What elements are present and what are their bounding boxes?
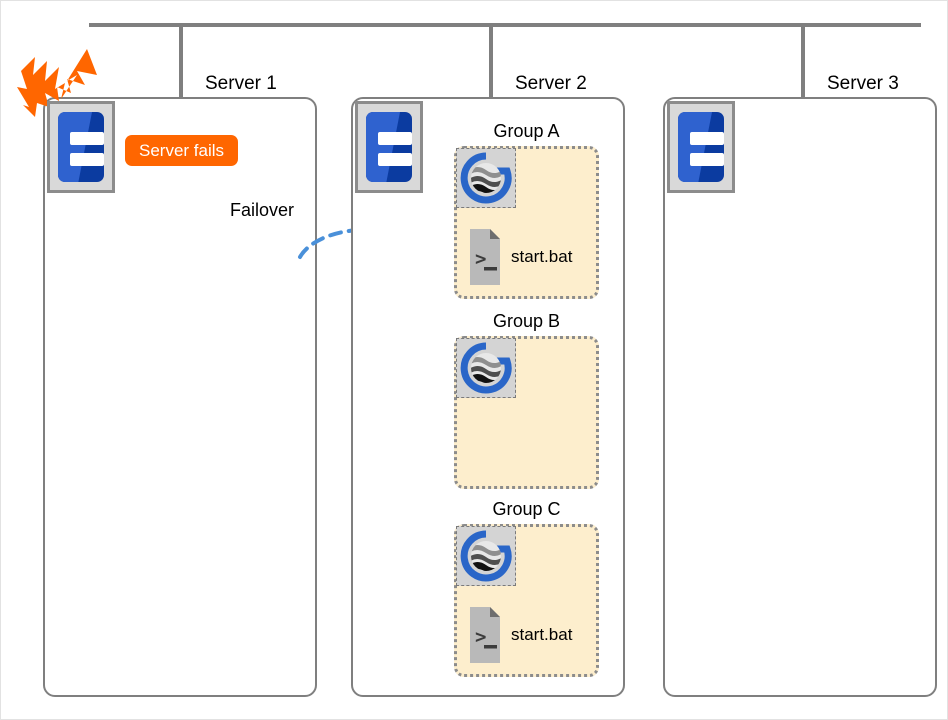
group-b-app-row bbox=[456, 338, 516, 398]
cluster-group-icon[interactable] bbox=[456, 338, 516, 398]
group-c-app-row bbox=[456, 526, 516, 586]
group-a-script-row: > start.bat bbox=[458, 229, 572, 285]
server-2-label: Server 2 bbox=[515, 73, 587, 94]
network-bus-line bbox=[89, 23, 921, 27]
server-panel-3[interactable] bbox=[663, 97, 937, 697]
group-a-label: Group A bbox=[493, 121, 560, 141]
cluster-group-icon[interactable] bbox=[456, 526, 516, 586]
failover-label: Failover bbox=[230, 200, 295, 220]
batch-file-icon[interactable]: > bbox=[458, 607, 502, 663]
cluster-group-icon[interactable] bbox=[456, 148, 516, 208]
group-a-app-row bbox=[456, 148, 516, 208]
server-3-label: Server 3 bbox=[827, 73, 899, 94]
group-a-script-name: start.bat bbox=[511, 247, 573, 266]
server-3-device-icon bbox=[667, 101, 735, 193]
server-1-label: Server 1 bbox=[205, 73, 277, 94]
group-c-script-name: start.bat bbox=[511, 625, 573, 644]
group-c-label: Group C bbox=[492, 499, 561, 519]
server-fails-badge[interactable]: Server fails bbox=[125, 135, 239, 166]
group-c-script-row: > start.bat bbox=[458, 607, 572, 663]
svg-text:>: > bbox=[475, 248, 486, 270]
batch-file-icon[interactable]: > bbox=[458, 229, 502, 285]
drop-line-server-1 bbox=[179, 23, 183, 97]
server-2-device-icon bbox=[355, 101, 423, 193]
server-1-device-icon bbox=[47, 101, 115, 193]
drop-line-server-2 bbox=[489, 23, 493, 97]
drop-line-server-3 bbox=[801, 23, 805, 97]
server-panel-1[interactable] bbox=[43, 97, 317, 697]
svg-text:>: > bbox=[475, 626, 486, 648]
lightning-burst-icon bbox=[15, 45, 101, 121]
group-b-label: Group B bbox=[492, 311, 561, 331]
